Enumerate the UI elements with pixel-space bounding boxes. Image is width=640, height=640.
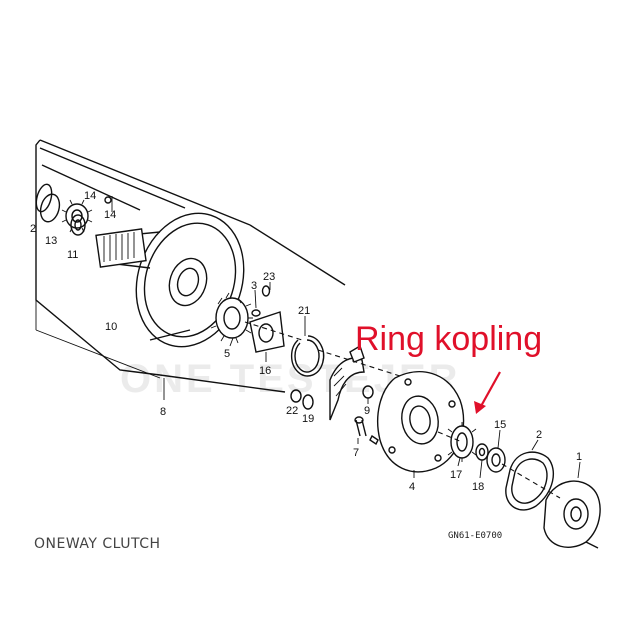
assembly-outline xyxy=(35,139,346,393)
label-3: 3 xyxy=(251,280,257,292)
label-10: 10 xyxy=(105,321,117,333)
label-2-right: 2 xyxy=(536,429,542,441)
ring-kopling-part-17 xyxy=(447,422,477,462)
ring-kopling-callout: Ring kopling xyxy=(355,320,542,358)
label-leaders xyxy=(111,196,581,479)
label-7: 7 xyxy=(353,447,359,459)
plate-part-16 xyxy=(249,311,285,353)
label-19: 19 xyxy=(302,413,314,425)
label-5: 5 xyxy=(224,348,230,360)
label-23: 23 xyxy=(263,271,275,283)
label-21: 21 xyxy=(298,305,310,317)
label-16: 16 xyxy=(259,365,271,377)
label-1: 1 xyxy=(576,451,582,463)
label-11: 11 xyxy=(67,249,78,261)
dashed-leaders xyxy=(244,321,561,499)
part-labels: 2 13 11 14 14 10 8 5 3 23 16 21 22 19 9 … xyxy=(30,190,582,493)
label-22: 22 xyxy=(286,405,298,417)
drive-plate-part-4 xyxy=(377,371,465,473)
label-4: 4 xyxy=(409,481,415,493)
label-13: 13 xyxy=(45,235,57,247)
diagram-code: GN61-E0700 xyxy=(448,531,502,541)
gasket-part-2 xyxy=(505,451,555,511)
cover-part-1 xyxy=(543,480,601,549)
nut-part-15 xyxy=(486,447,506,473)
label-14-a: 14 xyxy=(84,190,96,202)
label-9: 9 xyxy=(364,405,370,417)
pins-and-bolts xyxy=(290,385,379,446)
circlip-part-21 xyxy=(290,335,325,377)
label-2-left: 2 xyxy=(30,223,36,235)
label-8: 8 xyxy=(160,406,166,418)
label-17: 17 xyxy=(450,469,462,481)
callout-arrow-icon xyxy=(474,371,501,414)
label-15: 15 xyxy=(494,419,506,431)
caption-oneway-clutch: ONEWAY CLUTCH xyxy=(34,536,161,552)
label-14-b: 14 xyxy=(104,209,116,221)
label-18: 18 xyxy=(472,481,484,493)
washer-part-18 xyxy=(475,443,489,461)
oneway-clutch-part-5 xyxy=(210,285,271,344)
clutch-shoe xyxy=(329,344,365,421)
left-small-parts xyxy=(35,183,112,236)
